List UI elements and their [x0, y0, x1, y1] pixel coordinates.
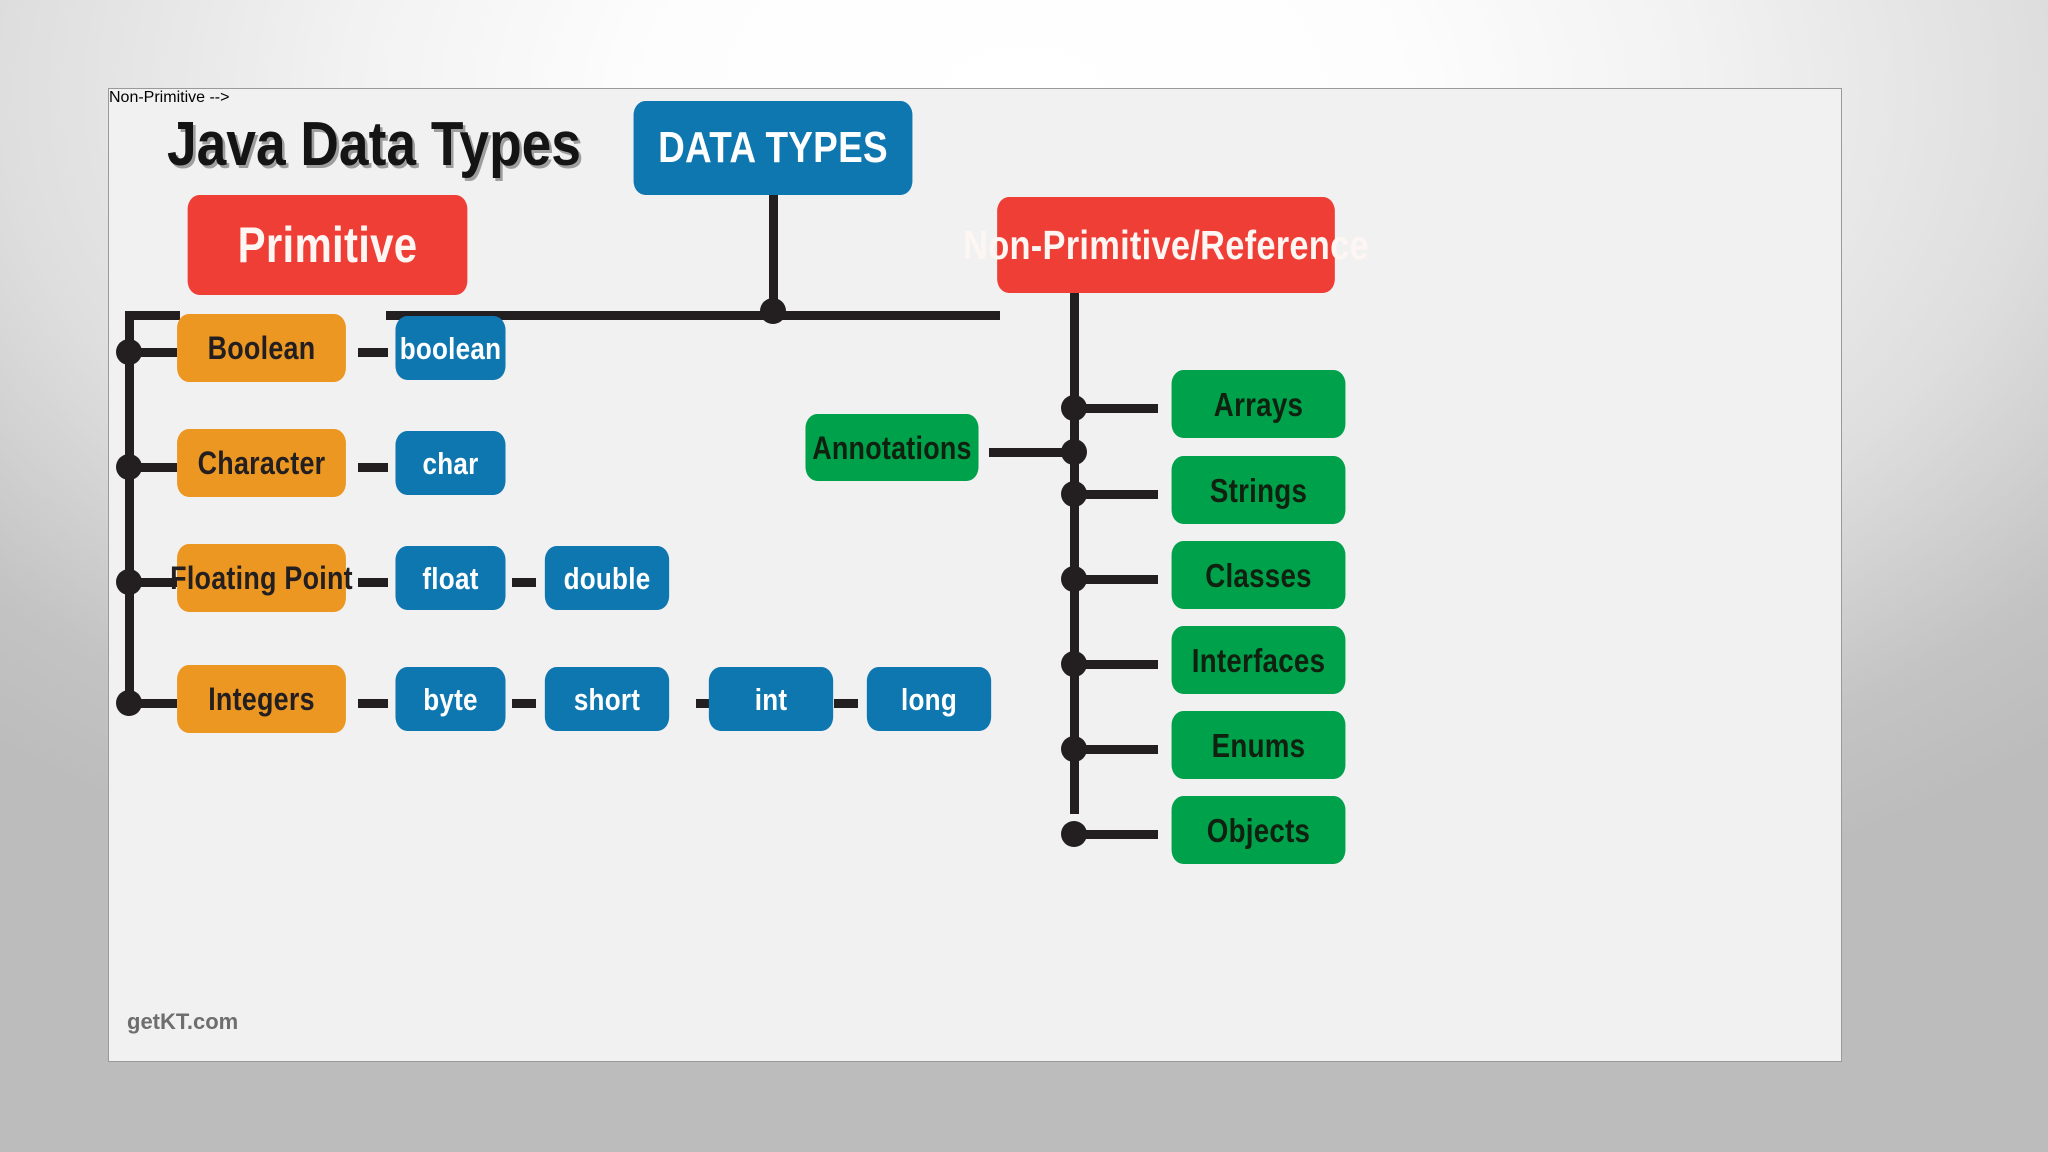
connector-arrays	[1070, 404, 1158, 413]
node-label: int	[754, 681, 788, 717]
connector-left-spine	[125, 311, 134, 703]
connector-objects	[1070, 830, 1158, 839]
connector-root-drop	[769, 195, 778, 317]
node-label: Classes	[1205, 556, 1312, 594]
node-ref-interfaces[interactable]: Interfaces	[1171, 626, 1346, 694]
connector-short-to-int	[696, 699, 720, 708]
node-type-boolean[interactable]: boolean	[395, 316, 506, 380]
node-type-long[interactable]: long	[866, 667, 992, 731]
node-label: char	[422, 445, 479, 481]
node-group-floating-point[interactable]: Floating Point	[170, 544, 353, 612]
junction-dot-root	[760, 298, 786, 324]
node-data-types[interactable]: DATA TYPES	[633, 101, 913, 195]
connector-byte-to-short	[512, 699, 536, 708]
connector-strings	[1070, 490, 1158, 499]
connector-right-spine	[1070, 279, 1079, 814]
node-label: Arrays	[1213, 385, 1304, 423]
connector-integers-to-byte	[358, 699, 388, 708]
node-ref-strings[interactable]: Strings	[1171, 456, 1346, 524]
node-ref-objects[interactable]: Objects	[1171, 796, 1346, 864]
node-label: double	[563, 560, 651, 596]
node-label: Annotations	[812, 429, 972, 466]
node-label: long	[901, 681, 957, 717]
node-type-short[interactable]: short	[544, 667, 670, 731]
node-label: Strings	[1209, 471, 1308, 509]
node-label: Enums	[1211, 726, 1306, 764]
diagram-canvas: Java Data Types Non-Primitive -->	[108, 88, 1842, 1062]
node-type-byte[interactable]: byte	[395, 667, 506, 731]
connector-float-to-double	[512, 578, 536, 587]
node-annotations[interactable]: Annotations	[805, 414, 979, 481]
node-label: Character	[197, 445, 326, 481]
node-group-boolean[interactable]: Boolean	[177, 314, 346, 382]
node-type-int[interactable]: int	[708, 667, 834, 731]
node-primitive[interactable]: Primitive	[187, 195, 468, 295]
node-label: Objects	[1206, 811, 1311, 849]
node-label: short	[573, 681, 641, 717]
connector-floating	[125, 578, 177, 587]
node-label: Primitive	[237, 217, 418, 273]
connector-primitive-stub	[125, 311, 180, 320]
footer-watermark: getKT.com	[127, 1009, 239, 1034]
connector-character	[125, 463, 177, 472]
node-label: Non-Primitive/Reference	[963, 221, 1369, 268]
node-type-char[interactable]: char	[395, 431, 506, 495]
connector-boolean-to-boolean-type	[358, 348, 388, 357]
node-type-double[interactable]: double	[544, 546, 670, 610]
node-label: Boolean	[207, 330, 316, 366]
node-label: byte	[423, 681, 478, 717]
connector-annotations	[989, 448, 1074, 457]
connector-enums	[1070, 745, 1158, 754]
node-group-character[interactable]: Character	[177, 429, 346, 497]
connector-boolean	[125, 348, 177, 357]
node-label: DATA TYPES	[658, 123, 888, 172]
connector-integers	[125, 699, 177, 708]
node-label: Interfaces	[1191, 641, 1326, 679]
node-label: float	[422, 560, 479, 596]
connector-interfaces	[1070, 660, 1158, 669]
node-ref-enums[interactable]: Enums	[1171, 711, 1346, 779]
node-label: Integers	[208, 681, 315, 717]
node-non-primitive[interactable]: Non-Primitive/Reference	[963, 197, 1369, 293]
connector-floating-to-float-type	[358, 578, 388, 587]
node-label: Floating Point	[170, 560, 353, 596]
node-label: boolean	[399, 330, 502, 366]
connector-main-horizontal	[386, 311, 1000, 320]
connector-character-to-char-type	[358, 463, 388, 472]
connector-int-to-long	[834, 699, 858, 708]
node-ref-arrays[interactable]: Arrays	[1171, 370, 1346, 438]
node-group-integers[interactable]: Integers	[177, 665, 346, 733]
page-title: Java Data Types	[167, 110, 581, 179]
connector-classes	[1070, 575, 1158, 584]
node-ref-classes[interactable]: Classes	[1171, 541, 1346, 609]
node-type-float[interactable]: float	[395, 546, 506, 610]
